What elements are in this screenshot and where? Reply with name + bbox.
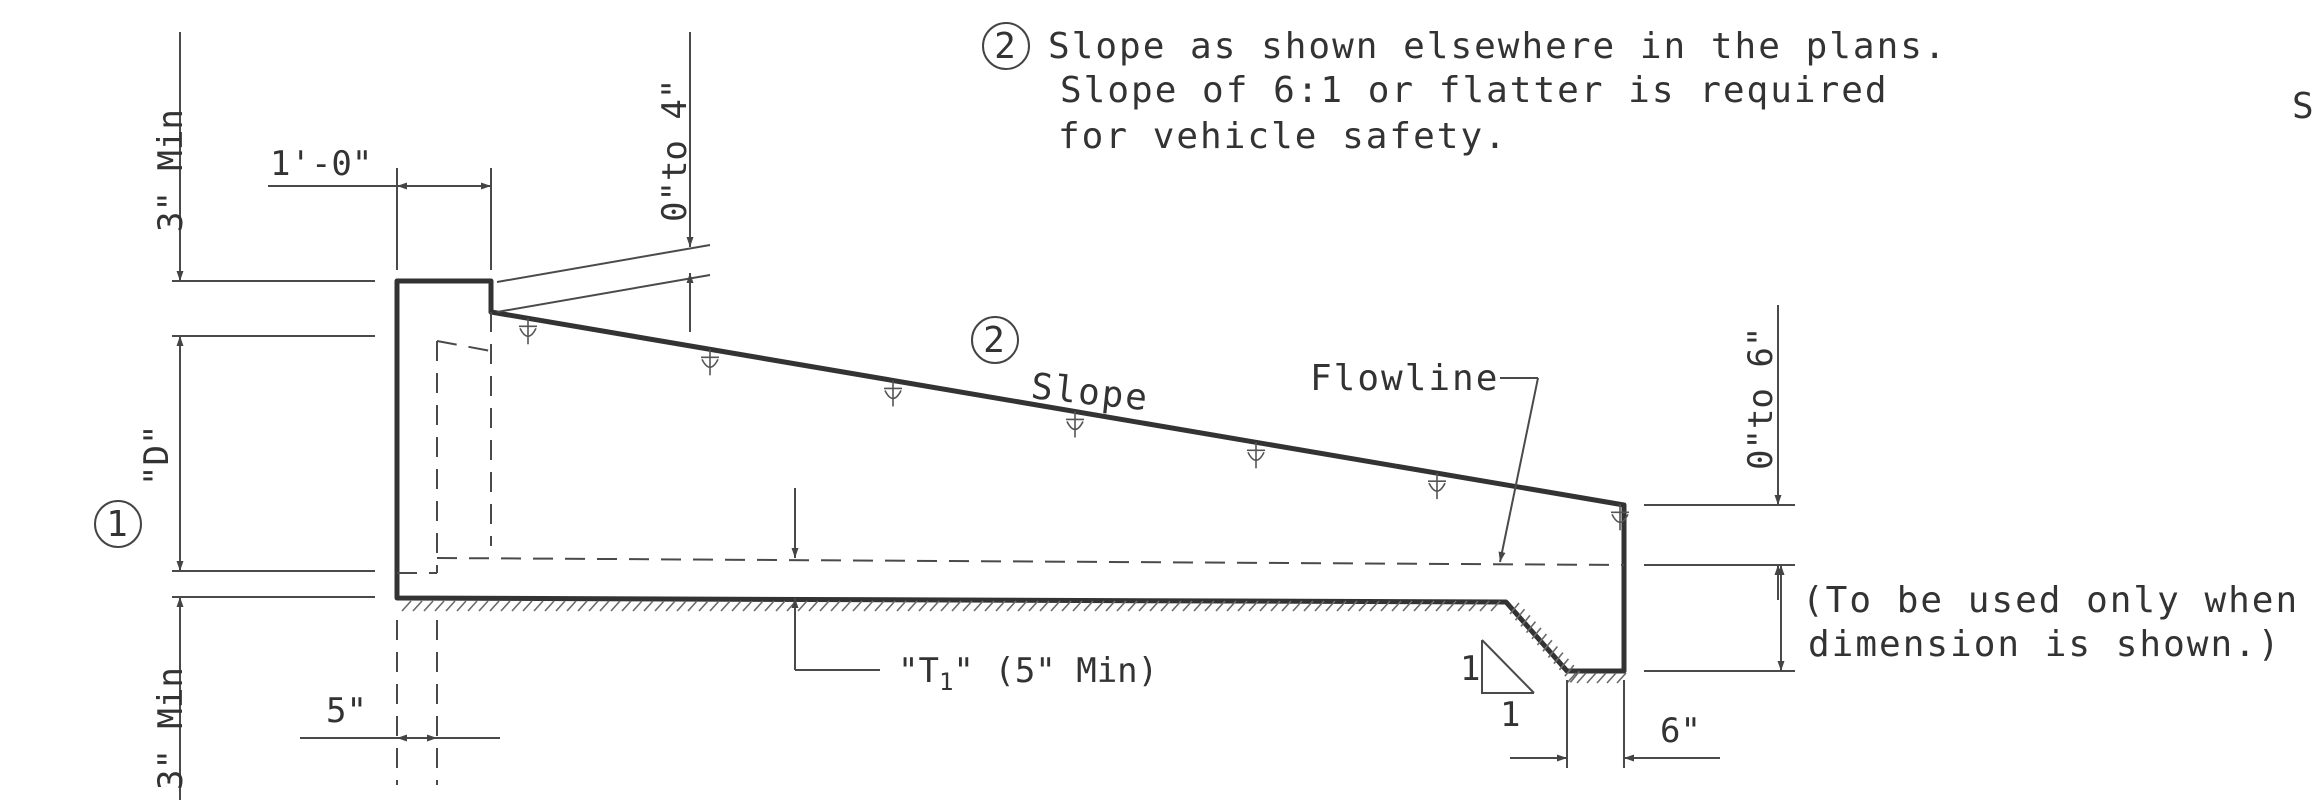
lip-range-label: 0"to 4"	[655, 79, 695, 222]
top-min-label: 3" Min	[151, 109, 191, 232]
slope-label: Slope	[1029, 366, 1151, 419]
flowline-dashed	[436, 557, 1625, 566]
right-range-label: 0"to 6"	[1741, 327, 1781, 470]
note-1-circle	[94, 500, 142, 548]
anchor-symbol	[1428, 473, 1446, 500]
left-dimensions: 3" Min "D" 3" Min 1	[94, 32, 375, 800]
lip-range-dimension: 0"to 4"	[496, 32, 711, 332]
note-1-number: 1	[106, 504, 130, 545]
ground-hatching	[401, 600, 1627, 684]
slope-note-circle	[971, 316, 1019, 364]
thickness-label: "T1" (5" Min)	[898, 651, 1158, 696]
slope-anchor-symbols	[519, 318, 1629, 531]
toe-slope-rise: 1	[1460, 649, 1480, 689]
note-2-line-1: Slope as shown elsewhere in the plans.	[1048, 26, 1948, 67]
left-offset-dimension: 5"	[300, 691, 500, 742]
usage-note-line-2: dimension is shown.)	[1808, 624, 2281, 665]
hidden-line-inner-top	[436, 340, 492, 352]
top-width-label: 1'-0"	[270, 144, 372, 184]
note-2-circle	[982, 22, 1030, 70]
thickness-dimension: "T1" (5" Min)	[791, 488, 1158, 696]
cropped-edge-text: S	[2292, 86, 2315, 127]
note-2-line-3: for vehicle safety.	[1058, 116, 1508, 157]
toe-slope-triangle	[1481, 640, 1534, 694]
flowline-leader	[1498, 377, 1539, 563]
usage-note-line-1: (To be used only when	[1802, 580, 2299, 621]
top-width-dimension: 1'-0"	[268, 144, 492, 270]
toe-slope-run: 1	[1500, 695, 1520, 735]
anchor-symbol	[884, 380, 902, 407]
slope-note-number: 2	[983, 320, 1007, 361]
anchor-symbol	[701, 349, 719, 376]
depth-label: "D"	[137, 425, 177, 486]
anchor-symbol	[519, 318, 537, 345]
note-2-line-2: Slope of 6:1 or flatter is required	[1060, 70, 1889, 111]
toe-slope-dimension: 1 1 6"	[1460, 639, 1720, 768]
hidden-lines	[396, 312, 1625, 785]
right-range-dimension: 0"to 6" (To be used only when dimension …	[1644, 305, 2299, 672]
flowline-label: Flowline	[1310, 358, 1499, 399]
general-note-2: 2 Slope as shown elsewhere in the plans.…	[982, 22, 2315, 157]
bottom-min-label: 3" Min	[151, 667, 191, 790]
note-2-number: 2	[994, 26, 1018, 67]
gutter-section-outline	[394, 278, 1627, 674]
toe-width-label: 6"	[1660, 711, 1701, 751]
flowline-callout: Flowline	[1310, 358, 1539, 563]
left-offset-label: 5"	[326, 691, 367, 731]
slope-callout: 2 Slope	[971, 316, 1151, 419]
anchor-symbol	[1611, 504, 1629, 531]
anchor-symbol	[1066, 411, 1084, 438]
section-outline	[394, 278, 1627, 674]
anchor-symbol	[1247, 442, 1265, 469]
